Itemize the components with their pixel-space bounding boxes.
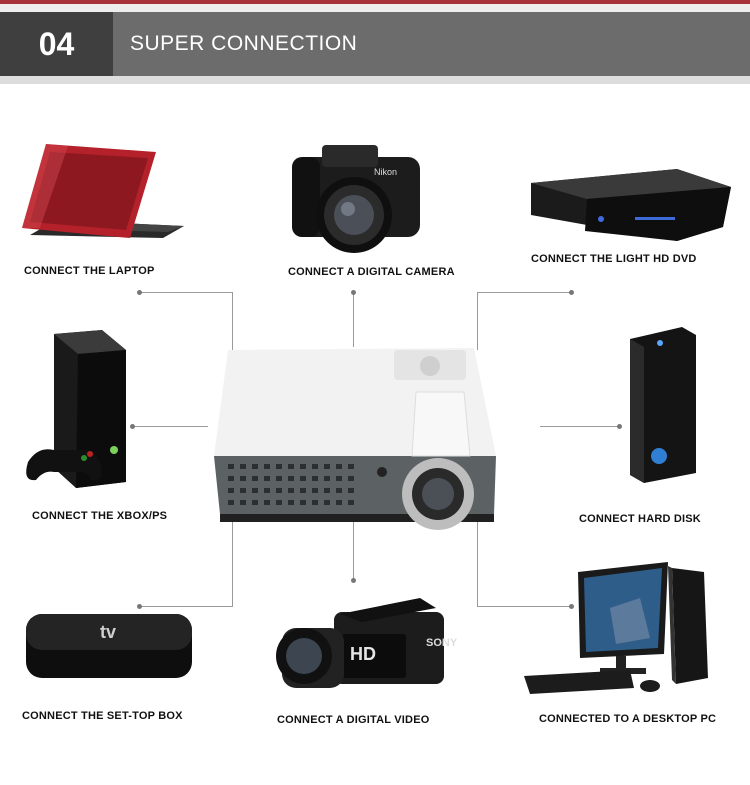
connector-line	[140, 606, 232, 607]
xbox-console-image	[26, 330, 126, 488]
connector-line	[132, 426, 208, 427]
connector-dot	[137, 290, 142, 295]
desktop-pc-image	[524, 562, 708, 694]
hard-disk-image	[630, 327, 696, 483]
connector-line	[477, 292, 478, 350]
camera-image: Nikon	[292, 145, 420, 253]
connector-line	[353, 292, 354, 347]
connector-dot	[569, 604, 574, 609]
tv-logo: tv	[100, 622, 116, 642]
set-top-box-image: tv	[26, 614, 192, 678]
section-number: 04	[0, 12, 113, 76]
connector-dot	[351, 578, 356, 583]
connector-dot	[137, 604, 142, 609]
label-camera: CONNECT A DIGITAL CAMERA	[288, 266, 455, 278]
label-set-top-box: CONNECT THE SET-TOP BOX	[22, 710, 183, 722]
connector-line	[540, 426, 620, 427]
camcorder-hd-logo: HD	[350, 644, 376, 664]
label-laptop: CONNECT THE LAPTOP	[24, 265, 155, 277]
label-desktop-pc: CONNECTED TO A DESKTOP PC	[539, 713, 717, 725]
connector-line	[353, 522, 354, 580]
connector-line	[477, 606, 571, 607]
section-header: 04 SUPER CONNECTION	[0, 0, 750, 84]
connector-line	[232, 292, 233, 350]
camcorder-brand: SONY	[426, 637, 458, 649]
label-hard-disk: CONNECT HARD DISK	[579, 513, 701, 525]
connector-line	[140, 292, 232, 293]
section-title: SUPER CONNECTION	[113, 12, 750, 76]
label-dvd: CONNECT THE LIGHT HD DVD	[531, 253, 697, 265]
camera-brand: Nikon	[374, 167, 397, 177]
connector-line	[232, 520, 233, 607]
connector-dot	[569, 290, 574, 295]
label-xbox: CONNECT THE XBOX/PS	[32, 510, 168, 522]
projector-image	[214, 348, 496, 530]
laptop-image	[22, 144, 184, 238]
connector-line	[477, 520, 478, 607]
connector-line	[477, 292, 571, 293]
dvd-player-image	[531, 169, 731, 241]
connector-dot	[130, 424, 135, 429]
label-camcorder: CONNECT A DIGITAL VIDEO	[277, 714, 430, 726]
connector-dot	[617, 424, 622, 429]
camcorder-image: SONY HD	[276, 598, 458, 688]
connector-dot	[351, 290, 356, 295]
